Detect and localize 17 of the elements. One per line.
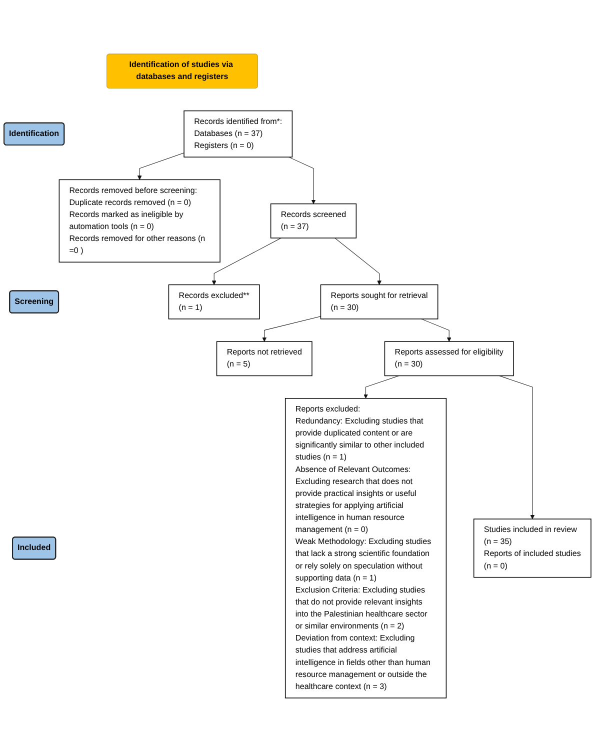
- arrow: [288, 156, 316, 204]
- node-box: Records excluded** (n = 1): [168, 284, 260, 320]
- arrow: [334, 238, 382, 285]
- arrow: [364, 376, 400, 399]
- arrow: [421, 318, 452, 342]
- arrow: [212, 238, 282, 285]
- node-box: Reports sought for retrieval (n = 30): [320, 284, 438, 320]
- arrow: [137, 152, 184, 180]
- node-box: Reports assessed for eligibility (n = 30): [384, 341, 514, 376]
- node-box: Records removed before screening: Duplicate records removed (n = 0) Records marked as ineligible by automation tools (n = 0) Records removed for other reasons (n =0 ): [58, 179, 220, 263]
- arrow: [262, 316, 321, 342]
- node-box: Reports excluded: Redundancy: Excluding studies that provide duplicated content or are significantly similar to other included studies (n = 1) Absence of Relevant Outcomes: Excluding research that does not provide practical insights or useful strategies for applying artificial intelligence in human resource management (n = 0) Weak Methodology: Excluding studies that lack a strong scientific foundation or rely solely on speculation without supporting data (n = 1) Exclusion Criteria: Excluding studies that do not provide relevant insights into the Palestinian healthcare sector or similar environments (n = 2) Deviation from context: Excluding studies that address artificial intelligence in fields other than human resource management or outside the healthcare context (n = 3): [284, 398, 447, 698]
- node-box: Studies included in review (n = 35) Reports of included studies (n = 0): [473, 518, 592, 578]
- node-box: Reports not retrieved (n = 5): [216, 341, 312, 376]
- arrow: [498, 376, 535, 520]
- node-box: Records screened (n = 37): [270, 203, 357, 238]
- node-box: Records identified from*: Databases (n = 37) Registers (n = 0): [184, 110, 293, 158]
